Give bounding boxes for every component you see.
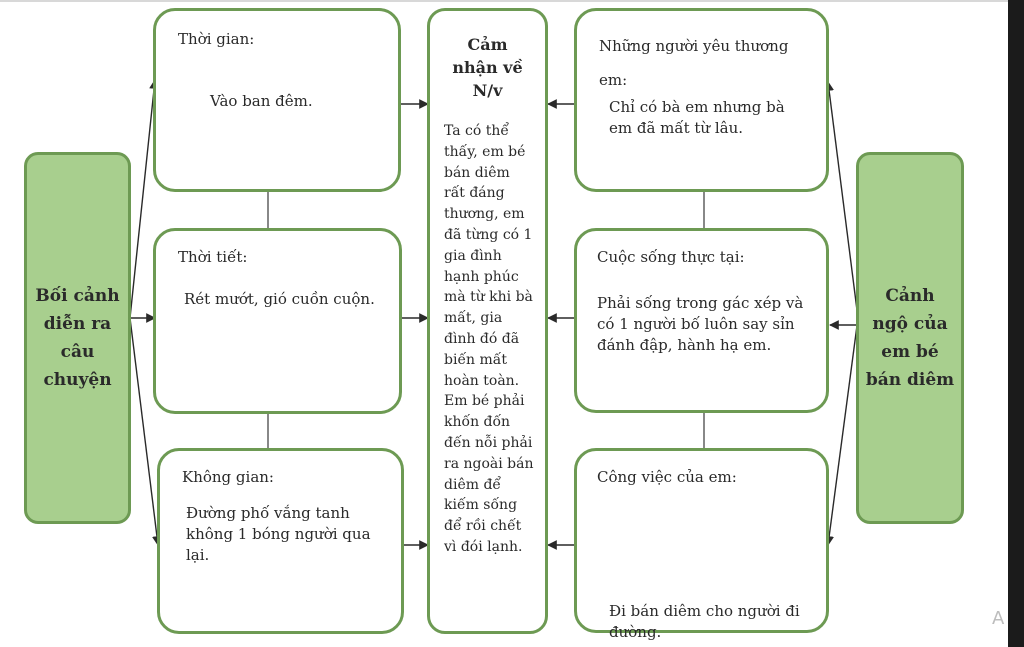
weather-node: Thời tiết: Rét mướt, gió cuồn cuộn.: [153, 228, 402, 414]
work-node: Công việc của em: Đi bán diêm cho người …: [574, 448, 829, 641]
space-body: Đường phố vắng tanh không 1 bóng người q…: [186, 504, 371, 564]
weather-body: Rét mướt, gió cuồn cuộn.: [184, 290, 375, 308]
center-node: Cảm nhận về N/v Ta có thể thấy, em bé bá…: [427, 8, 548, 634]
watermark-text: A: [992, 608, 1005, 629]
window-top-edge: [0, 0, 1024, 2]
window-right-edge: [1008, 0, 1024, 647]
current-life-body: Phải sống trong gác xép và có 1 người bố…: [597, 294, 804, 354]
right-hub-node: Cảnh ngộ của em bé bán diêm: [856, 152, 964, 524]
center-body: Ta có thể thấy, em bé bán diêm rất đáng …: [444, 123, 534, 555]
arrow-left-to-time: [129, 79, 159, 319]
center-title: Cảm nhận về N/v: [452, 35, 523, 100]
loved-ones-body: Chỉ có bà em nhưng bà em đã mất từ lâu.: [609, 98, 785, 137]
current-life-title: Cuộc sống thực tại:: [597, 248, 745, 266]
time-node: Thời gian: Vào ban đêm.: [153, 8, 401, 192]
current-life-node: Cuộc sống thực tại: Phải sống trong gác …: [574, 228, 829, 413]
arrow-left-to-space: [129, 317, 162, 546]
space-title: Không gian:: [182, 468, 274, 486]
work-title: Công việc của em:: [597, 468, 737, 486]
arrow-right-to-loved: [824, 81, 859, 319]
loved-ones-node: Những người yêu thương em: Chỉ có bà em …: [574, 8, 829, 192]
right-hub-label: Cảnh ngộ của em bé bán diêm: [865, 286, 955, 390]
left-hub-node: Bối cảnh diễn ra câu chuyện: [24, 152, 131, 524]
space-node: Không gian: Đường phố vắng tanh không 1 …: [157, 448, 404, 634]
weather-title: Thời tiết:: [178, 248, 248, 266]
time-body: Vào ban đêm.: [210, 92, 313, 110]
work-body: Đi bán diêm cho người đi đường.: [609, 602, 800, 641]
arrow-right-to-work: [824, 317, 859, 546]
loved-ones-title: Những người yêu thương em:: [599, 37, 789, 89]
left-hub-label: Bối cảnh diễn ra câu chuyện: [35, 286, 120, 390]
time-title: Thời gian:: [178, 30, 255, 48]
